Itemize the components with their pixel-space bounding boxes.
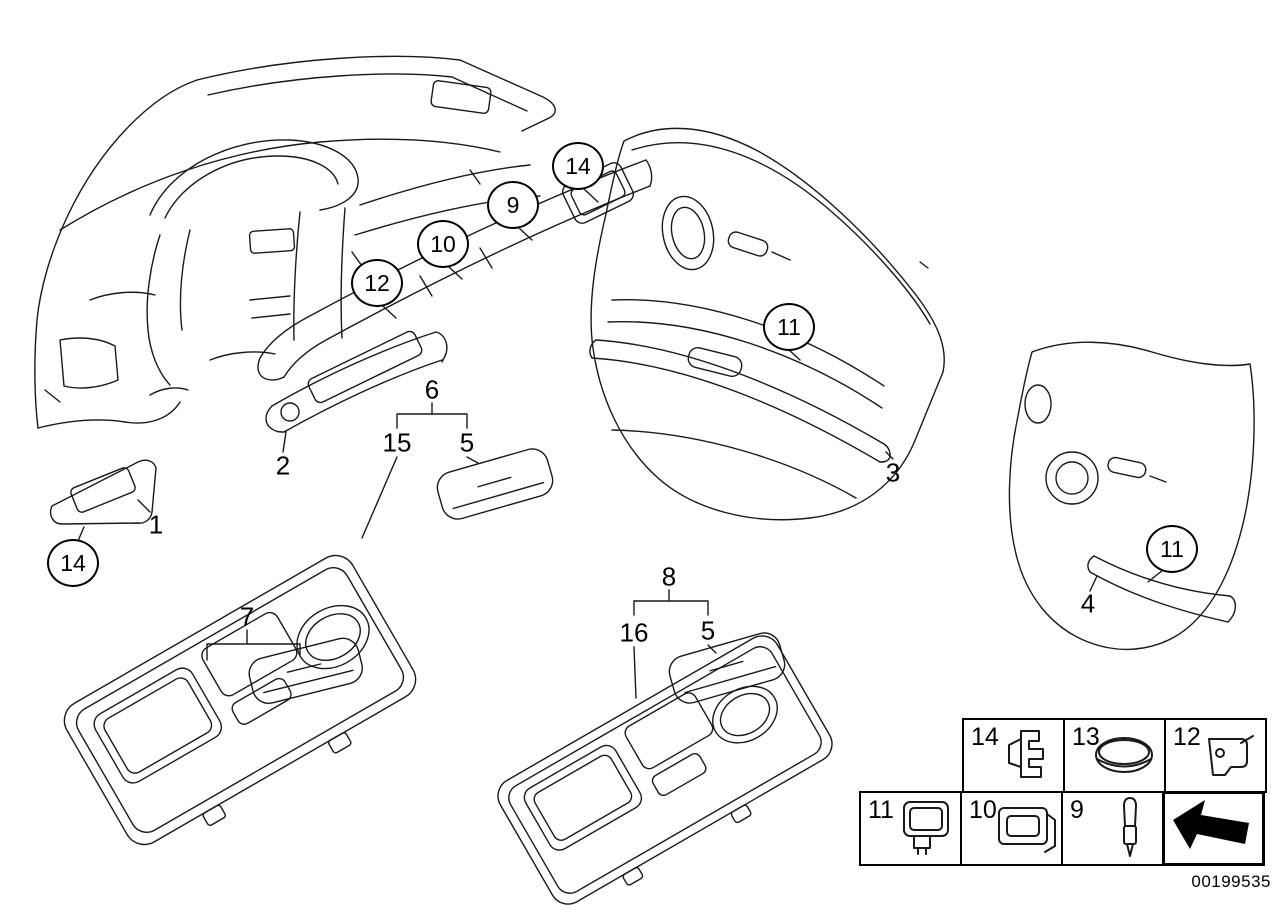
- callout-1[interactable]: 1: [148, 509, 164, 540]
- switch-bezel-icon: [903, 801, 949, 855]
- armrest-lid-5a: [436, 448, 554, 520]
- legend-label-9: 9: [1070, 796, 1084, 824]
- pin-icon: [1123, 797, 1137, 857]
- callout-circle-14-dash[interactable]: 14: [552, 142, 604, 190]
- legend-cell-12[interactable]: 12: [1164, 718, 1267, 793]
- callout-circle-11-front-door[interactable]: 11: [763, 303, 815, 351]
- callout-2[interactable]: 2: [275, 450, 291, 481]
- callout-15[interactable]: 15: [382, 427, 412, 458]
- callout-circle-11-rear-door[interactable]: 11: [1146, 525, 1198, 573]
- legend-cell-13[interactable]: 13: [1063, 718, 1166, 793]
- callout-8[interactable]: 8: [661, 561, 677, 592]
- rear-door-panel: [1008, 341, 1255, 651]
- callout-4[interactable]: 4: [1080, 588, 1096, 619]
- callout-3[interactable]: 3: [885, 457, 901, 488]
- clip-icon: [1008, 730, 1044, 778]
- legend-cell-10[interactable]: 10: [960, 791, 1063, 866]
- legend-label-12: 12: [1173, 723, 1201, 751]
- callout-6[interactable]: 6: [424, 374, 440, 405]
- callout-circle-14-left[interactable]: 14: [47, 539, 99, 587]
- legend-label-13: 13: [1072, 723, 1100, 751]
- oval-cap-icon: [1095, 737, 1153, 773]
- square-bezel-icon: [998, 807, 1056, 853]
- leader-lines: [77, 188, 1164, 699]
- legend-cell-11[interactable]: 11: [859, 791, 962, 866]
- callout-circle-9[interactable]: 9: [487, 181, 539, 229]
- callout-circle-10[interactable]: 10: [417, 220, 469, 268]
- front-door-panel: [589, 127, 945, 521]
- callout-16[interactable]: 16: [619, 617, 649, 648]
- dashboard-drawing: [34, 55, 556, 429]
- diagram-number: 00199535: [1191, 872, 1271, 891]
- legend-label-11: 11: [868, 796, 894, 824]
- callout-5b[interactable]: 5: [700, 615, 716, 646]
- legend-cell-14[interactable]: 14: [962, 718, 1065, 793]
- legend-row-1: 14 13 12: [962, 718, 1267, 793]
- radio-trim-strip: [265, 330, 448, 433]
- legend-label-14: 14: [971, 723, 999, 751]
- legend-row-2: 11 10 9: [859, 791, 1265, 866]
- console-a: [63, 554, 417, 846]
- callout-5a[interactable]: 5: [459, 427, 475, 458]
- legend-cell-arrow[interactable]: [1162, 791, 1265, 866]
- legend-label-10: 10: [969, 796, 997, 824]
- bracket-icon: [1208, 735, 1254, 776]
- legend-cell-9[interactable]: 9: [1061, 791, 1164, 866]
- console-b: [497, 635, 833, 905]
- left-trim-piece: [49, 459, 157, 525]
- callout-7[interactable]: 7: [239, 601, 255, 632]
- direction-arrow-icon: [1173, 800, 1249, 849]
- callout-circle-12[interactable]: 12: [351, 259, 403, 307]
- armrest-lid-5b: [668, 632, 786, 704]
